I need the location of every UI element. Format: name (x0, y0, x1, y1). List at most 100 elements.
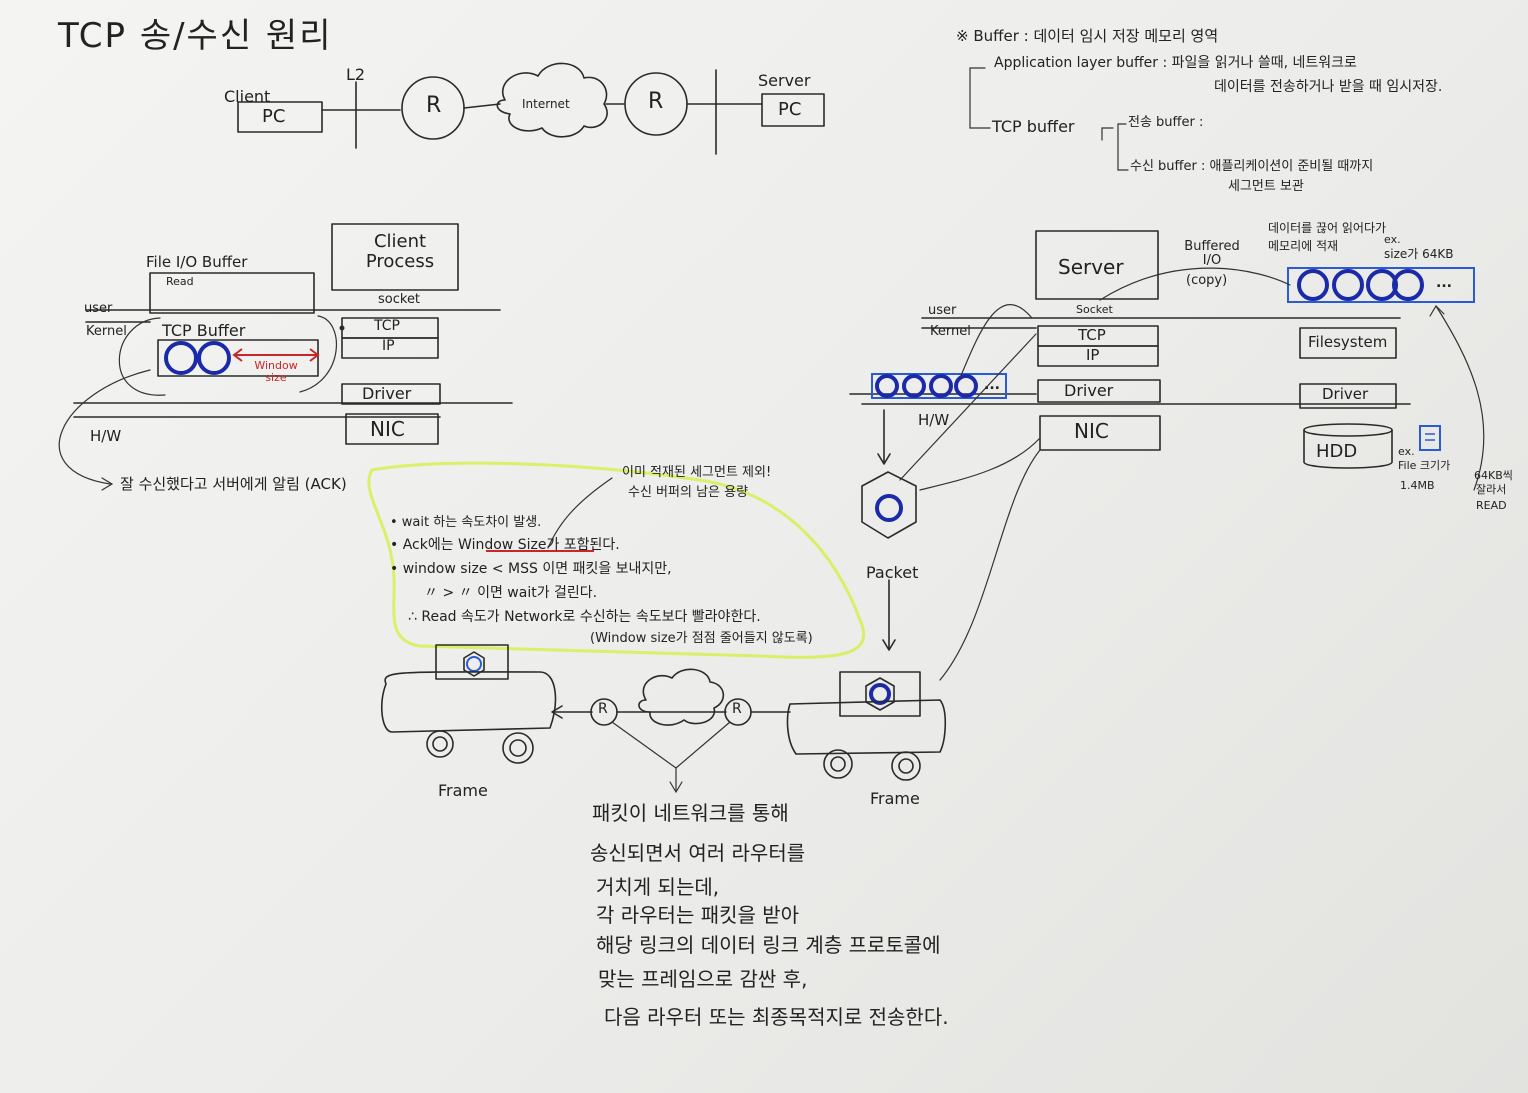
bottom-line-1: 패킷이 네트워크를 통해 (592, 801, 789, 825)
topology-lines (237, 62, 825, 155)
app-buffer-note-2: 데이터를 전송하거나 받을 때 임시저장. (1214, 79, 1443, 95)
l2-label: L2 (346, 65, 366, 84)
app-buffer (1287, 267, 1475, 303)
client-segment-2 (197, 341, 231, 375)
file-io-buffer-box (149, 272, 315, 314)
client-kernel-label: Kernel (86, 324, 127, 339)
notes-highlight (367, 461, 866, 659)
ack-note: 잘 수신했다고 서버에게 알림 (ACK) (120, 475, 347, 493)
tcp-buffer-note: TCP buffer (992, 117, 1075, 136)
client-label: Client (224, 87, 271, 106)
server-nic-box (1039, 415, 1161, 451)
filesystem-label: Filesystem (1308, 333, 1388, 351)
server-ip-label: IP (1086, 346, 1100, 364)
server-stack (849, 230, 1485, 681)
filesystem-box (1299, 327, 1397, 359)
copy-label: (copy) (1186, 273, 1228, 288)
buffer-notes-brackets (969, 67, 1129, 171)
client-pc-box (237, 101, 323, 133)
size-note-1: ex. (1384, 233, 1401, 246)
read-label: Read (166, 275, 194, 288)
mid-router-b-label: R (732, 701, 742, 717)
buffered-io-label: Buffered I/O (1184, 239, 1240, 269)
client-segment-1 (164, 341, 198, 375)
server-pc-label: PC (778, 99, 802, 120)
bottom-line-6: 맞는 프레임으로 감싼 후, (598, 967, 808, 991)
notes-conclusion: ∴ Read 속도가 Network로 수신하는 속도보다 빨라야한다. (408, 609, 761, 625)
recv-buffer-note-2: 세그먼트 보관 (1228, 179, 1304, 194)
client-user-label: user (84, 301, 113, 316)
file-note-1: ex. (1398, 445, 1415, 458)
mid-router-a-label: R (598, 701, 608, 717)
internet-label: Internet (522, 97, 570, 111)
window-size-label: Window size (254, 359, 298, 385)
file-note-2: File 크기가 (1398, 459, 1451, 472)
ack-arrow (58, 369, 151, 485)
packet-icon (861, 409, 917, 651)
memory-note-2: 메모리에 적재 (1268, 239, 1339, 253)
client-process-label: Client Process (365, 231, 435, 272)
notes-bullet-1: • wait 하는 속도차이 발생. (390, 515, 542, 530)
read-note-3: READ (1476, 499, 1507, 512)
server-box (1035, 230, 1159, 300)
client-process-box (331, 223, 459, 291)
client-tcp-label: TCP (374, 318, 400, 334)
server-box-label: Server (1058, 255, 1124, 279)
read-note-1: 64KB씩 (1474, 469, 1513, 482)
hdd-cylinder (1303, 423, 1393, 469)
server-driver-label: Driver (1064, 381, 1114, 400)
bottom-line-2: 송신되면서 여러 라우터를 (590, 841, 806, 865)
client-stack (58, 223, 513, 491)
bottom-line-4: 각 라우터는 패킷을 받아 (596, 903, 800, 927)
fs-driver-box (1299, 383, 1397, 409)
server-tcp-label: TCP (1078, 326, 1106, 344)
client-socket-label: socket (378, 292, 421, 307)
server-label: Server (758, 71, 811, 90)
internet-cloud (496, 62, 608, 138)
client-pc-label: PC (262, 106, 286, 127)
client-nic-box (345, 413, 439, 445)
packet-label: Packet (866, 563, 919, 582)
client-hw-label: H/W (90, 427, 122, 445)
mid-network (551, 668, 791, 794)
frame-left-label: Frame (438, 781, 488, 800)
file-note-3: 1.4MB (1400, 479, 1435, 492)
frame-left-truck (380, 644, 557, 764)
recv-buffer-note: 수신 buffer : 애플리케이션이 준비될 때까지 (1130, 159, 1374, 174)
notes-bullet-3: • window size < MSS 이면 패킷을 보내지만, (390, 561, 672, 577)
server-nic-label: NIC (1074, 419, 1109, 443)
remaining-note-2: 수신 버퍼의 남은 용량 (628, 485, 749, 500)
server-user-label: user (928, 303, 957, 318)
send-buffer-note: 전송 buffer : (1128, 115, 1204, 130)
memory-note-1: 데이터를 끊어 읽어다가 (1268, 221, 1387, 235)
client-nic-label: NIC (370, 417, 405, 441)
router-left-label: R (426, 93, 442, 118)
buffer-heading: ※ Buffer : 데이터 임시 저장 메모리 영역 (956, 27, 1219, 45)
tcp-buffer-dots: ... (984, 377, 1000, 393)
client-ip-label: IP (382, 338, 395, 354)
server-pc-box (761, 93, 825, 127)
server-socket-label: Socket (1076, 303, 1113, 316)
client-tcp-buffer-label: TCP Buffer (162, 321, 246, 340)
file-icon (1419, 425, 1441, 451)
notes-bullet-2: • Ack에는 Window Size가 포함된다. (390, 537, 620, 553)
server-hw-label: H/W (918, 411, 950, 429)
read-note-2: 잘라서 (1476, 483, 1507, 496)
size-note-2: size가 64KB (1384, 247, 1454, 261)
server-kernel-label: Kernel (930, 324, 971, 339)
client-driver-label: Driver (362, 384, 412, 403)
client-tcp-buffer-box (157, 339, 319, 377)
file-io-buffer-label: File I/O Buffer (146, 253, 248, 271)
bottom-line-3: 거치게 되는데, (596, 875, 720, 899)
app-buffer-dots: ... (1436, 275, 1452, 291)
frame-right-truck (786, 671, 947, 781)
router-right-label: R (648, 89, 664, 114)
app-buffer-note: Application layer buffer : 파일을 읽거나 쓸때, 네… (994, 55, 1357, 71)
bottom-line-5: 해당 링크의 데이터 링크 계층 프로토콜에 (596, 933, 941, 957)
fs-driver-label: Driver (1322, 385, 1369, 403)
remaining-note-1: 이미 적재된 세그먼트 제외! (622, 465, 772, 480)
notes-bullet-4: 〃 > 〃 이면 wait가 걸린다. (424, 585, 598, 601)
notes-conclusion-2: (Window size가 점점 줄어들지 않도록) (590, 631, 813, 646)
